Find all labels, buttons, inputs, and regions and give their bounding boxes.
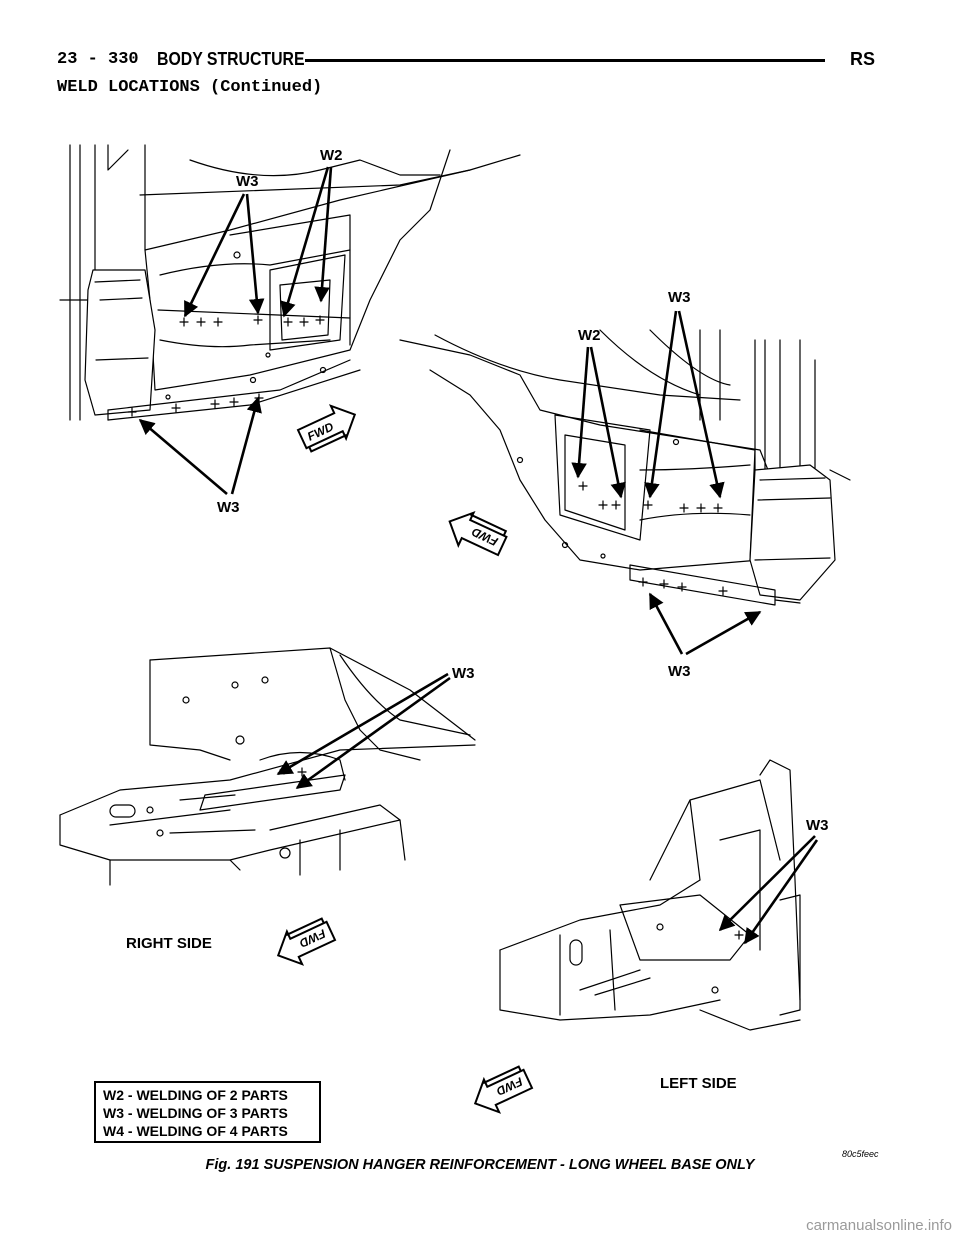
right-side-label: RIGHT SIDE [126, 935, 212, 952]
left-floor-drawing [499, 759, 801, 1031]
callout-w3: W3 [236, 173, 259, 190]
image-code: 80c5feec [842, 1149, 879, 1159]
legend-w3: W3 - WELDING OF 3 PARTS [103, 1105, 288, 1121]
left-side-label: LEFT SIDE [660, 1075, 737, 1092]
callout-w3: W3 [668, 289, 691, 306]
fwd-arrow-top: FWD [296, 404, 357, 453]
left-wheelhouse-drawing [399, 329, 851, 606]
watermark: carmanualsonline.info [806, 1217, 952, 1234]
callout-w2: W2 [320, 147, 343, 164]
fwd-arrows: FWD FWD FWD FWD [276, 404, 534, 1114]
fwd-arrow-left-side: FWD [473, 1065, 534, 1114]
page-number: 23 - 330 [57, 50, 139, 69]
section-title: BODY STRUCTURE [157, 49, 305, 69]
section-heading: WELD LOCATIONS (Continued) [57, 78, 323, 97]
weld-legend: W2 - WELDING OF 2 PARTS W3 - WELDING OF … [94, 1081, 321, 1143]
callout-w2: W2 [578, 327, 601, 344]
right-wheelhouse-drawing [59, 144, 521, 421]
model-code: RS [849, 49, 875, 69]
callout-arrows [138, 166, 819, 945]
callout-w3: W3 [217, 499, 240, 516]
figure-caption: Fig. 191 SUSPENSION HANGER REINFORCEMENT… [205, 1157, 755, 1173]
callout-w3: W3 [452, 665, 475, 682]
page-header: 23 - 330 BODY STRUCTURE RS [57, 46, 875, 72]
legend-w2: W2 - WELDING OF 2 PARTS [103, 1087, 288, 1103]
legend-w4: W4 - WELDING OF 4 PARTS [103, 1123, 288, 1139]
header-rule [305, 59, 825, 62]
fwd-arrow-middle: FWD [448, 510, 508, 557]
callout-w3: W3 [668, 663, 691, 680]
right-floor-drawing [59, 647, 476, 886]
fwd-arrow-right-side: FWD [276, 917, 337, 966]
callout-labels: W3 W2 W3 W3 W2 W3 W3 W3 [217, 147, 829, 834]
callout-w3: W3 [806, 817, 829, 834]
